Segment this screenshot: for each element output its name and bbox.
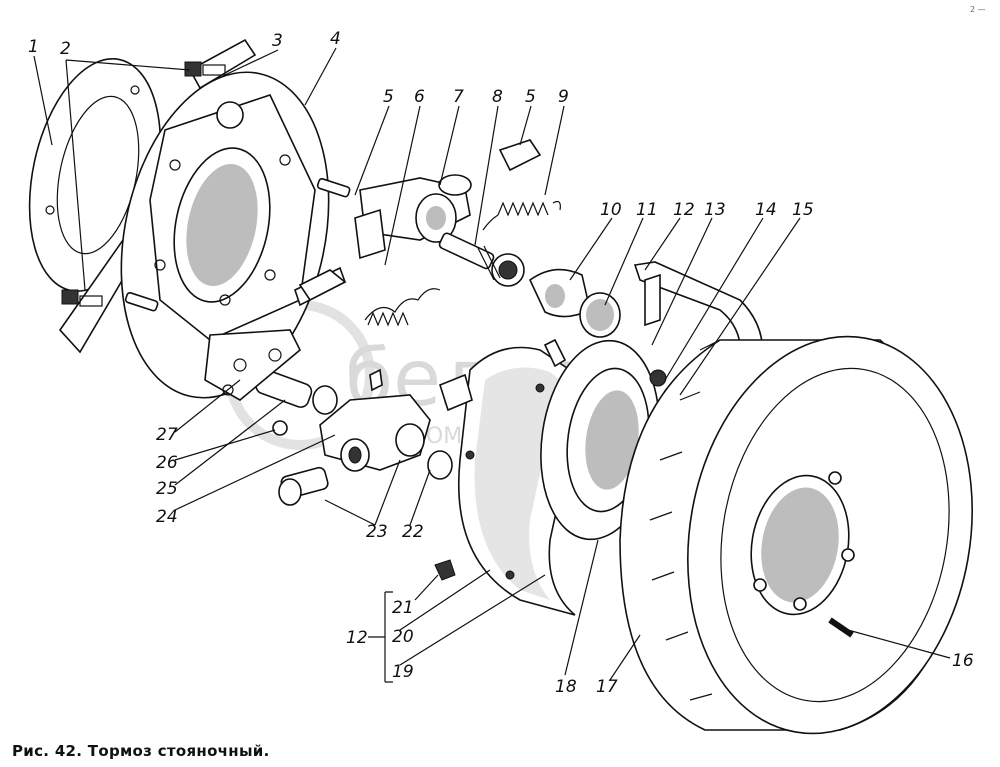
callout-24: 24: [156, 507, 178, 527]
leader-lines: [33, 47, 951, 683]
callout-3: 3: [272, 31, 283, 51]
lower-lever-assembly: [204, 329, 473, 581]
callout-7: 7: [453, 87, 464, 107]
pins: [298, 139, 542, 302]
adjuster-screw: [438, 232, 525, 287]
upper-brake-shoe: [633, 261, 764, 371]
callout-22: 22: [402, 522, 424, 542]
callout-10: 10: [600, 200, 622, 220]
callout-15: 15: [792, 200, 814, 220]
callout-23: 23: [366, 522, 388, 542]
callout-5a: 5: [383, 87, 394, 107]
corner-mark: 2 —: [970, 5, 986, 14]
callout-18: 18: [555, 677, 577, 697]
bracket-and-bolts: [58, 38, 257, 354]
callout-20: 20: [392, 627, 414, 647]
springs: [364, 200, 561, 327]
callout-16: 16: [952, 651, 974, 671]
callout-12b: 12: [346, 628, 368, 648]
callout-26: 26: [156, 453, 178, 473]
callout-27: 27: [156, 425, 178, 445]
callout-13: 13: [704, 200, 726, 220]
backing-plate: [120, 71, 351, 399]
figure-caption: Рис. 42. Тормоз стояночный.: [12, 742, 270, 760]
callout-17: 17: [596, 677, 618, 697]
callout-5b: 5: [525, 87, 536, 107]
wedge-and-cap: [528, 268, 621, 338]
callout-9: 9: [558, 87, 569, 107]
callout-labels: 1 2 3 4 5 6 7 8 5 9 10 11 12 13 14 15 16…: [28, 29, 974, 697]
callout-1: 1: [28, 37, 39, 57]
callout-21: 21: [392, 598, 414, 618]
callout-14: 14: [755, 200, 777, 220]
callout-12a: 12: [673, 200, 695, 220]
callout-6: 6: [414, 87, 425, 107]
callout-4: 4: [330, 29, 341, 49]
callout-11: 11: [636, 200, 658, 220]
callout-8: 8: [492, 87, 503, 107]
callout-19: 19: [392, 662, 414, 682]
expander-housing: [354, 174, 472, 260]
callout-25: 25: [156, 479, 178, 499]
callout-2: 2: [60, 39, 71, 59]
brake-drum: [619, 335, 973, 735]
